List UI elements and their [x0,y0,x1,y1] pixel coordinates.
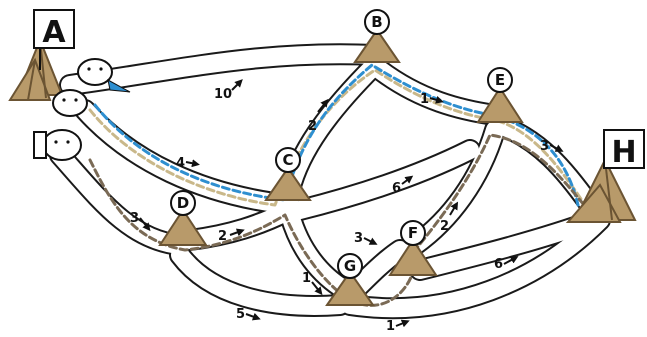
edge-label-B-E: 1 [420,92,444,107]
edge-label-C-D: 2 [218,228,245,244]
edge-label-E-H: 3 [540,139,564,154]
edge-label-A-D: 3 [130,211,151,232]
sign-board [603,129,645,169]
route-blue [93,63,580,207]
node-D[interactable]: D [158,190,208,246]
svg-text:6: 6 [392,181,401,196]
svg-text:1: 1 [420,92,429,107]
svg-text:3: 3 [540,139,549,154]
wood-pile-icon [565,157,637,223]
node-label: C [282,151,293,169]
node-label: A [42,15,66,50]
node-E[interactable]: E [476,67,524,123]
node-F[interactable]: F [388,220,438,276]
svg-text:5: 5 [236,307,245,322]
edge-label-C-F: 6 [392,175,414,196]
edge-label-A-C: 4 [176,156,200,171]
node-label: E [495,71,505,89]
edge-label-F-H: 6 [494,256,519,272]
edge-label-B-C: 2 [308,98,329,134]
svg-text:2: 2 [218,229,227,244]
svg-text:1: 1 [302,271,311,286]
svg-text:6: 6 [494,257,503,272]
node-label: B [371,13,382,31]
svg-text:3: 3 [354,231,363,246]
edge-label-F-E: 2 [440,201,459,234]
svg-text:2: 2 [308,119,317,134]
roads-fill [51,45,609,318]
edge-label-G-F: 3 [354,231,378,246]
node-H[interactable]: H [565,129,645,223]
svg-text:4: 4 [176,156,185,171]
route-tan [88,68,587,207]
node-C[interactable]: C [264,147,312,201]
node-label: F [408,224,418,242]
edge-label-G-H: 1 [386,319,410,334]
node-label: H [611,135,636,170]
svg-text:10: 10 [214,87,232,102]
node-G[interactable]: G [325,253,375,306]
beaver-icon [77,58,131,93]
edge-label-C-G: 1 [302,271,323,296]
wood-pile-icon [8,37,64,101]
svg-text:3: 3 [130,211,139,226]
svg-text:1: 1 [386,319,395,334]
node-label: D [177,194,189,212]
beaver-icon [33,129,82,161]
svg-text:2: 2 [440,219,449,234]
beaver-icon [52,89,88,117]
edge-label-A-B: 10 [214,79,243,102]
edge-label-D-G: 5 [236,307,261,322]
node-A[interactable]: A [8,9,75,101]
node-label: G [344,257,356,275]
sign-board [33,9,75,49]
node-B[interactable]: B [353,9,401,63]
